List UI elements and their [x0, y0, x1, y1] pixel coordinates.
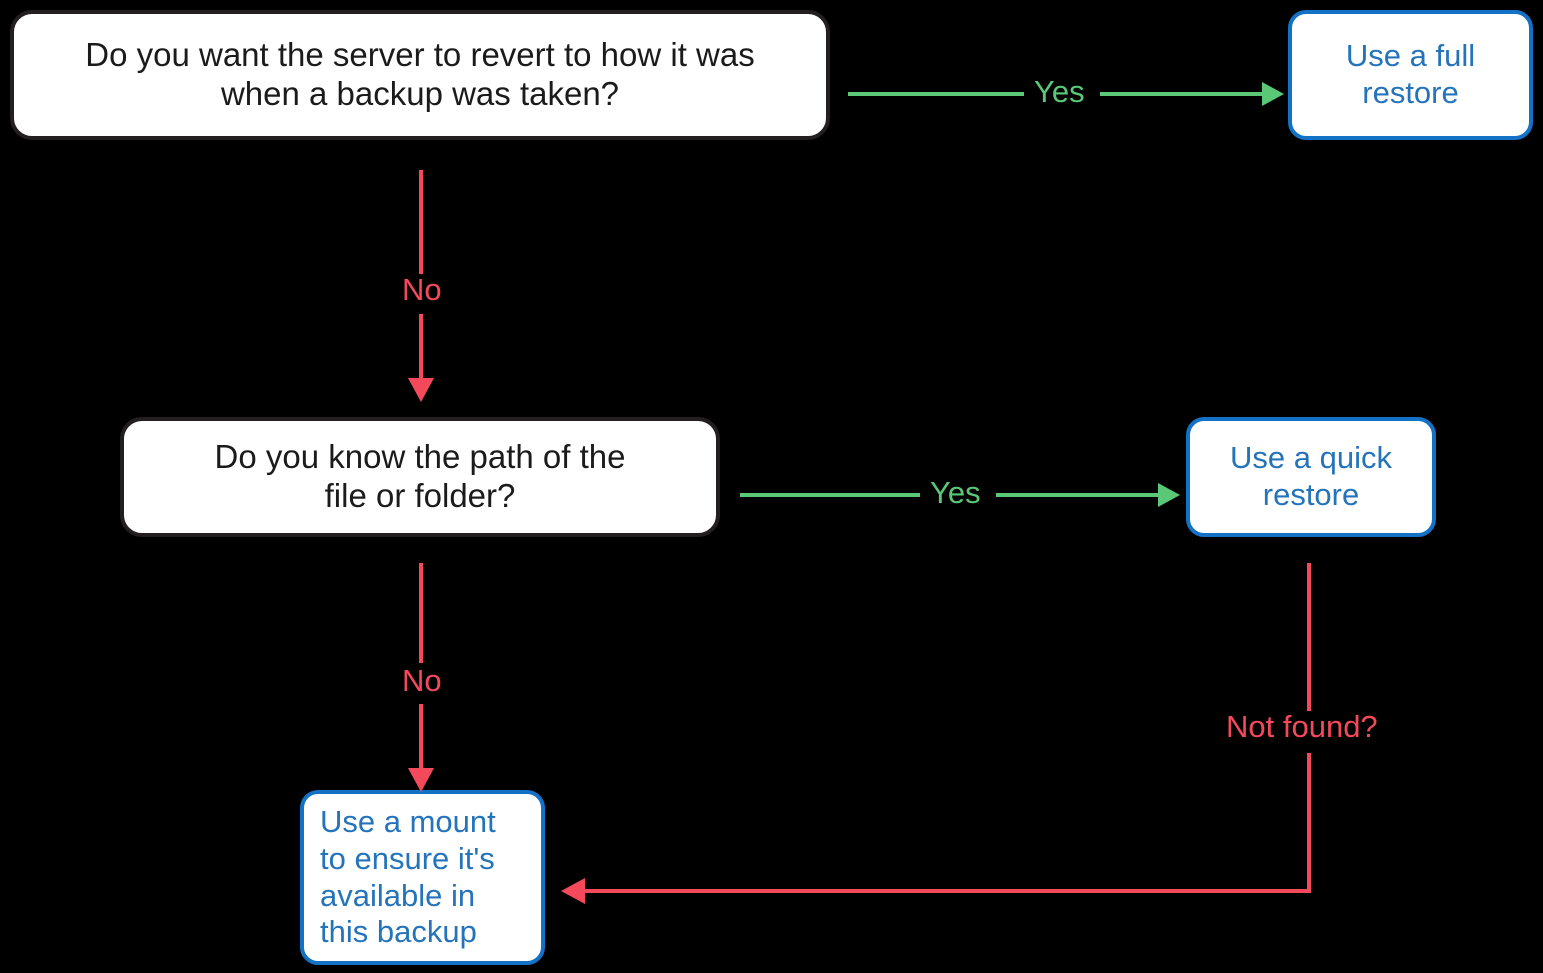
edge-q1-no-line-top [419, 170, 423, 274]
node-use-full-restore[interactable]: Use a full restore [1288, 10, 1533, 140]
edge-not-found-label: Not found? [1216, 711, 1388, 742]
node-use-quick-restore-label: Use a quick restore [1230, 440, 1392, 512]
edge-q2-yes-line-left [740, 493, 920, 497]
node-use-quick-restore[interactable]: Use a quick restore [1186, 417, 1436, 537]
edge-q1-no-label: No [392, 274, 452, 305]
node-question-know-path-label: Do you know the path of the file or fold… [214, 438, 626, 514]
edge-not-found-line-horizontal [585, 889, 1311, 893]
edge-q2-yes-label: Yes [920, 477, 991, 508]
node-question-know-path[interactable]: Do you know the path of the file or fold… [120, 417, 720, 537]
edge-q1-yes-label: Yes [1024, 76, 1095, 107]
edge-not-found-arrowhead-icon [561, 878, 585, 904]
node-use-mount[interactable]: Use a mount to ensure it's available in … [300, 790, 545, 965]
node-use-mount-label: Use a mount to ensure it's available in … [320, 804, 496, 950]
edge-q2-no-label: No [392, 665, 452, 696]
node-question-revert-server-label: Do you want the server to revert to how … [85, 36, 755, 112]
edge-q2-yes-line-right [996, 493, 1162, 497]
edge-q1-yes-line-left [848, 92, 1024, 96]
node-use-full-restore-label: Use a full restore [1345, 38, 1476, 110]
edge-q2-yes-arrowhead-icon [1158, 483, 1180, 507]
edge-q1-no-line-bottom [419, 314, 423, 382]
node-question-revert-server[interactable]: Do you want the server to revert to how … [10, 10, 830, 140]
edge-q2-no-line-top [419, 563, 423, 663]
edge-not-found-line-lower [1307, 753, 1311, 893]
edge-q1-no-arrowhead-icon [408, 378, 434, 402]
edge-not-found-line-upper [1307, 563, 1311, 711]
edge-q2-no-line-bottom [419, 704, 423, 772]
edge-q2-no-arrowhead-icon [408, 768, 434, 792]
edge-q1-yes-line-right [1100, 92, 1266, 96]
edge-q1-yes-arrowhead-icon [1262, 82, 1284, 106]
